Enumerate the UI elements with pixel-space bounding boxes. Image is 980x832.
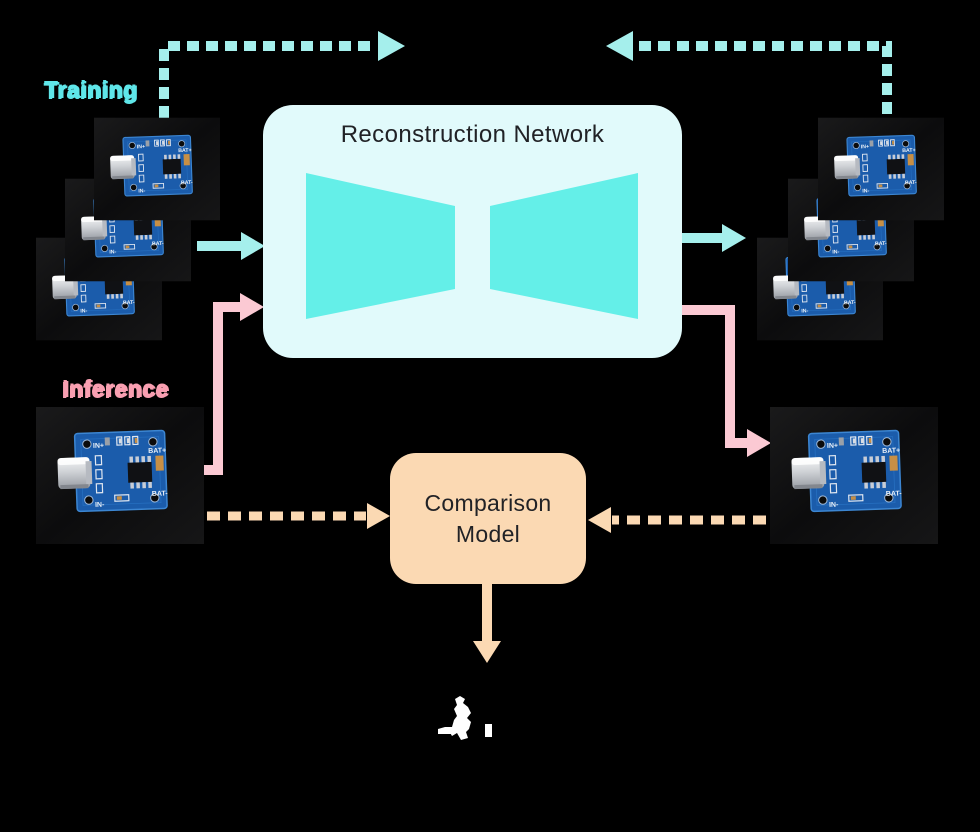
comparison-model-title-line2: Model [455,520,521,547]
inference-input-arrow [202,293,264,475]
training-label: Training [44,76,138,102]
training-output-arrow [681,224,746,252]
encoder-decoder-graphic [306,173,638,319]
encoder-trapezoid [306,173,455,319]
comparison-output-arrow [473,584,501,663]
inference-label: Inference [62,375,169,401]
training-loop-dashed-arrow-right [606,31,892,114]
comparison-model-box: Comparison Model [390,453,586,584]
decoder-trapezoid [490,173,638,319]
reconstruction-network-title: Reconstruction Network [340,121,605,148]
training-loop-dashed-arrow-left [159,31,405,118]
anomaly-map [438,696,492,740]
inference-input-image [36,407,204,544]
comparison-model-title-line1: Comparison [424,489,552,516]
comparison-input-dashed-arrow-left [207,503,390,529]
reconstructed-inference-image [770,407,938,544]
reconstructed-image-1 [818,117,944,221]
comparison-input-dashed-arrow-right [588,507,766,533]
reconstruction-network-box: Reconstruction Network [263,105,682,358]
training-image-1 [94,117,220,221]
training-input-arrow [197,232,265,260]
inference-output-arrow [681,305,771,457]
